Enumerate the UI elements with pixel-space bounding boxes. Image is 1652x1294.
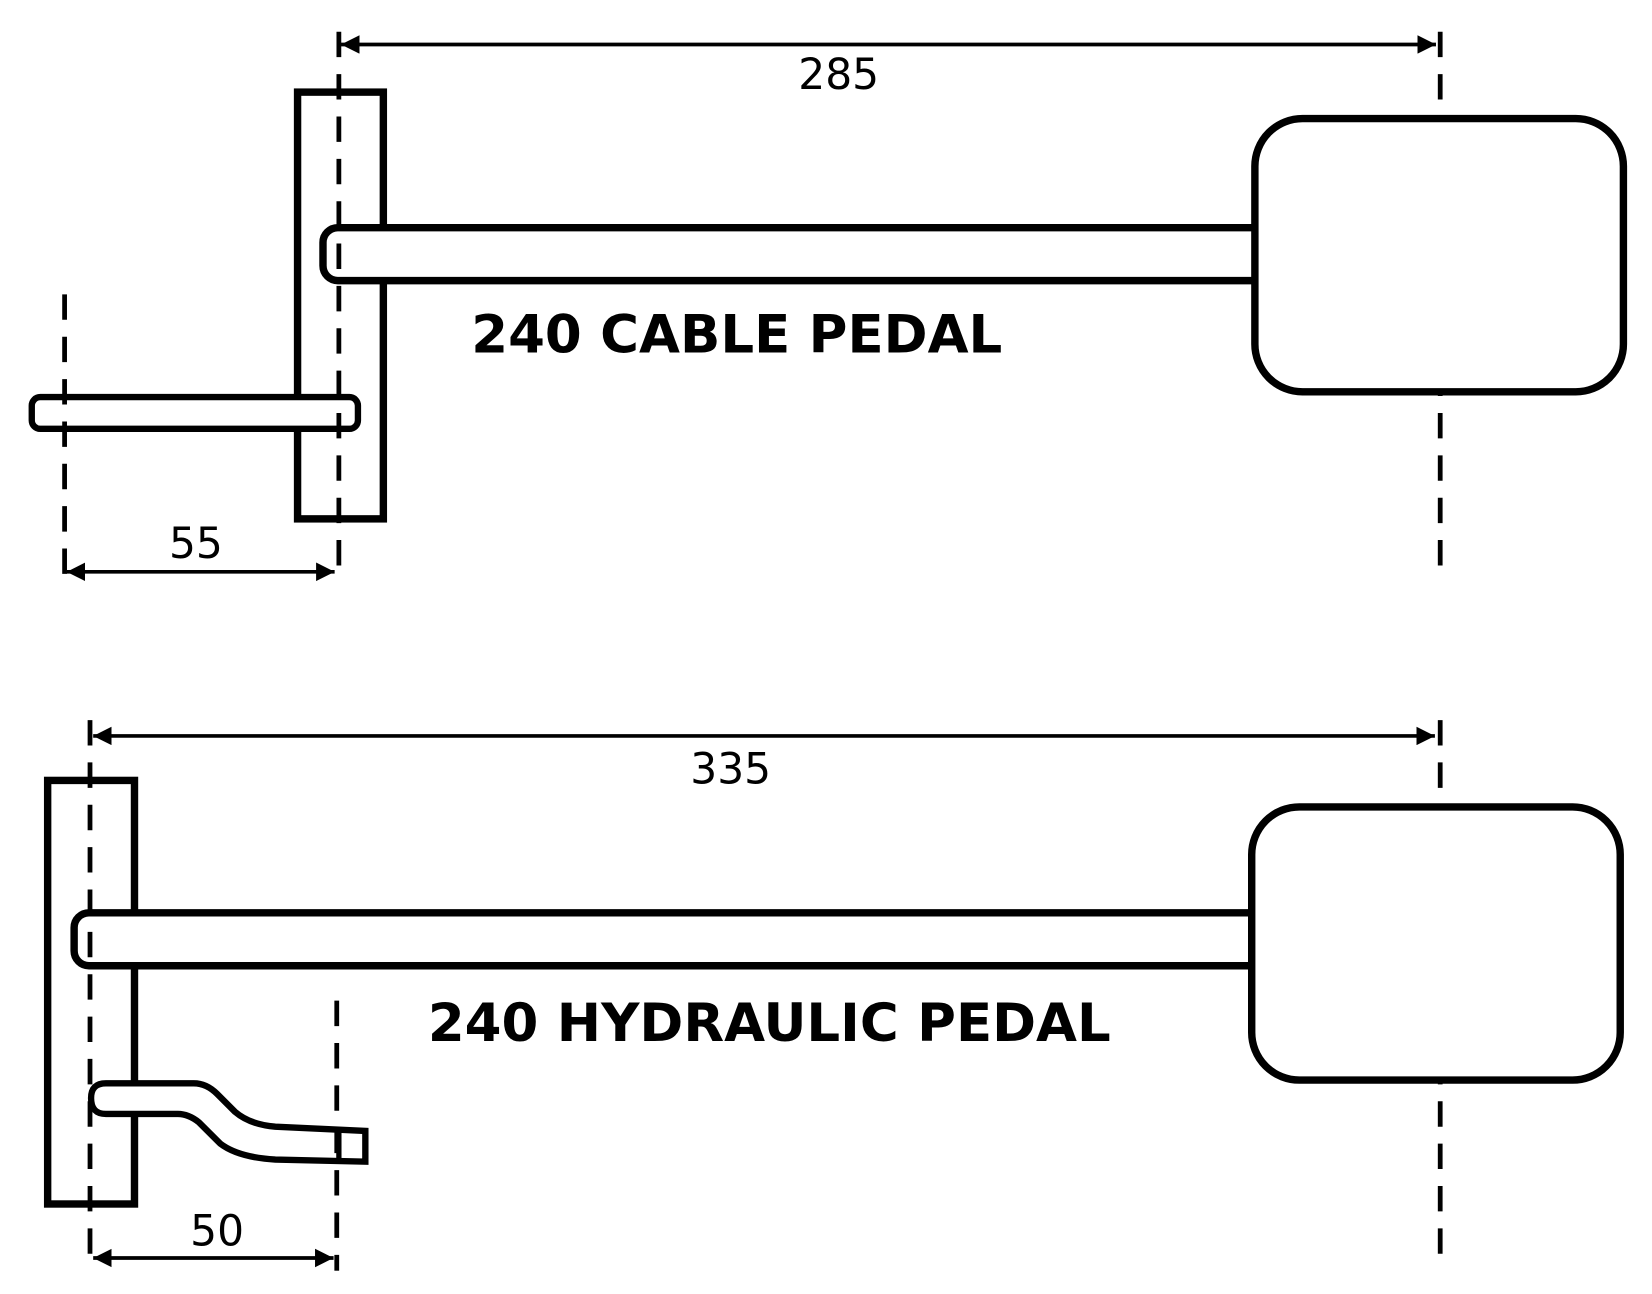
pedal-pad xyxy=(1248,803,1624,1084)
cable-arm xyxy=(28,393,362,433)
dimension-55: 55 xyxy=(169,519,223,568)
pedal-pad xyxy=(1251,114,1628,396)
hydraulic-pedal-label: 240 HYDRAULIC PEDAL xyxy=(428,993,1111,1054)
cable-pedal-label: 240 CABLE PEDAL xyxy=(471,305,1002,366)
dimension-285: 285 xyxy=(798,50,879,99)
pedal-rod xyxy=(70,909,1275,970)
hydraulic-master-cylinder-arm xyxy=(87,1080,369,1165)
pedal-rod xyxy=(319,223,1280,285)
cable-pedal-drawing: 285 240 CABLE PEDAL 55 xyxy=(28,31,1628,583)
dimension-50: 50 xyxy=(190,1206,244,1255)
hydraulic-pedal-drawing: 335 240 HYDRAULIC PEDAL 50 xyxy=(43,720,1624,1271)
dimension-335: 335 xyxy=(690,745,771,794)
